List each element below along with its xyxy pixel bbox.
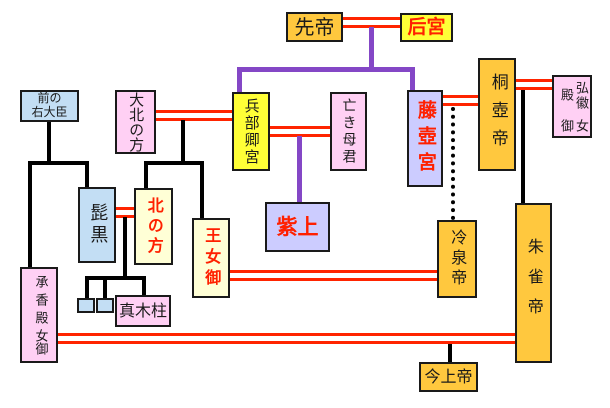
descent-line-to-son-1 [85, 277, 89, 298]
node-onyogo: 王女御 [192, 218, 230, 298]
node-son-2 [96, 298, 114, 313]
node-saki-no-udaijin-line2: 右大臣 [31, 105, 68, 119]
node-onyogo-label: 王女御 [202, 226, 222, 290]
node-kokiden-nyogo: 弘徽殿 女御 [552, 75, 592, 138]
node-son-1 [77, 298, 95, 313]
descent-line-to-kinjo [448, 344, 452, 362]
node-kokyu-label: 后宮 [407, 15, 446, 38]
node-reizei-label: 冷泉帝 [448, 229, 468, 289]
node-shokyoden-sub: 女御 [32, 329, 48, 355]
descent-line-sentei-branch [237, 67, 415, 72]
descent-line-higekuro-drop [123, 217, 127, 280]
node-makibashira-label: 真木柱 [118, 300, 167, 320]
node-fujitsubo-label: 藤壺宮 [414, 99, 437, 178]
marriage-line-shokyoden-suzaku [58, 333, 515, 344]
node-saki-no-udaijin: 前の 右大臣 [20, 90, 79, 122]
node-murasaki-no-ue-label: 紫上 [276, 214, 319, 239]
descent-line-to-suzaku [521, 90, 525, 203]
descent-line-to-hyobukyo [237, 67, 242, 92]
descent-line-to-kitanokata [144, 161, 148, 189]
descent-line-okitanokata-drop [181, 120, 185, 165]
descent-line-to-murasaki [297, 136, 302, 202]
descent-line-to-shokyoden [28, 161, 32, 267]
node-murasaki-no-ue: 紫上 [265, 202, 330, 252]
marriage-line-onyogo-reizei [230, 270, 438, 281]
marriage-line-kiritsubo-kokiden [515, 79, 552, 90]
node-hyobukyo: 兵部卿宮 [232, 92, 270, 171]
node-saki-no-udaijin-line1: 前の [37, 91, 62, 106]
node-higekuro-label: 髭黒 [87, 203, 109, 247]
node-suzaku-label: 朱雀帝 [524, 238, 544, 328]
node-kokyu: 后宮 [400, 13, 453, 42]
node-suzaku: 朱雀帝 [515, 203, 552, 363]
node-okitanokata-side: 大 [127, 92, 146, 107]
descent-line-udaijin-drop [47, 122, 51, 165]
marriage-line-hyobukyo-nakihahagimi [270, 126, 330, 137]
descent-line-sentei-drop [369, 27, 374, 72]
descent-line-to-makibashira [142, 277, 146, 295]
node-fujitsubo: 藤壺宮 [407, 90, 443, 187]
node-higekuro: 髭黒 [78, 187, 116, 263]
descent-line-higekuro-branch [85, 276, 146, 280]
node-hyobukyo-label: 兵部卿宮 [242, 97, 261, 166]
marriage-line-fujitsubo-kiritsubo [442, 95, 478, 106]
descent-line-to-onyogo [200, 161, 204, 219]
node-okitanokata: 大 北の方 [115, 90, 156, 154]
node-shokyoden-main: 承香殿 [32, 275, 48, 329]
node-kitanokata-label: 北の方 [144, 196, 164, 257]
node-sentei-label: 先帝 [294, 14, 335, 39]
marriage-line-okitanokata-hyobukyo [154, 110, 232, 121]
node-sentei: 先帝 [286, 12, 343, 42]
node-okitanokata-main: 北の方 [127, 107, 146, 152]
node-kinjo-label: 今上帝 [424, 366, 473, 386]
marriage-line-sentei-kokyu [343, 17, 400, 28]
node-naki-hahagimi: 亡き母君 [330, 92, 367, 171]
node-kiritsubo: 桐壺帝 [478, 58, 516, 171]
descent-line-to-son-2 [103, 277, 107, 298]
dotted-descent-line-to-reizei [451, 107, 455, 220]
descent-line-to-higekuro [85, 161, 89, 188]
marriage-line-higekuro-kitanokata [116, 207, 134, 218]
node-kiritsubo-label: 桐壺帝 [487, 72, 508, 157]
node-kitanokata: 北の方 [134, 188, 173, 265]
descent-line-to-fujitsubo [410, 67, 415, 90]
node-reizei: 冷泉帝 [437, 220, 477, 298]
node-naki-hahagimi-label: 亡き母君 [340, 97, 357, 166]
node-makibashira: 真木柱 [115, 295, 171, 327]
node-kinjo: 今上帝 [419, 362, 478, 392]
node-shokyoden-nyogo: 承香殿 女御 [20, 267, 58, 363]
descent-line-okitanokata-branch [144, 161, 204, 165]
node-kokiden-main: 弘徽殿 [558, 80, 588, 111]
node-kokiden-sub: 女御 [558, 118, 588, 132]
descent-line-udaijin-branch [28, 161, 89, 165]
